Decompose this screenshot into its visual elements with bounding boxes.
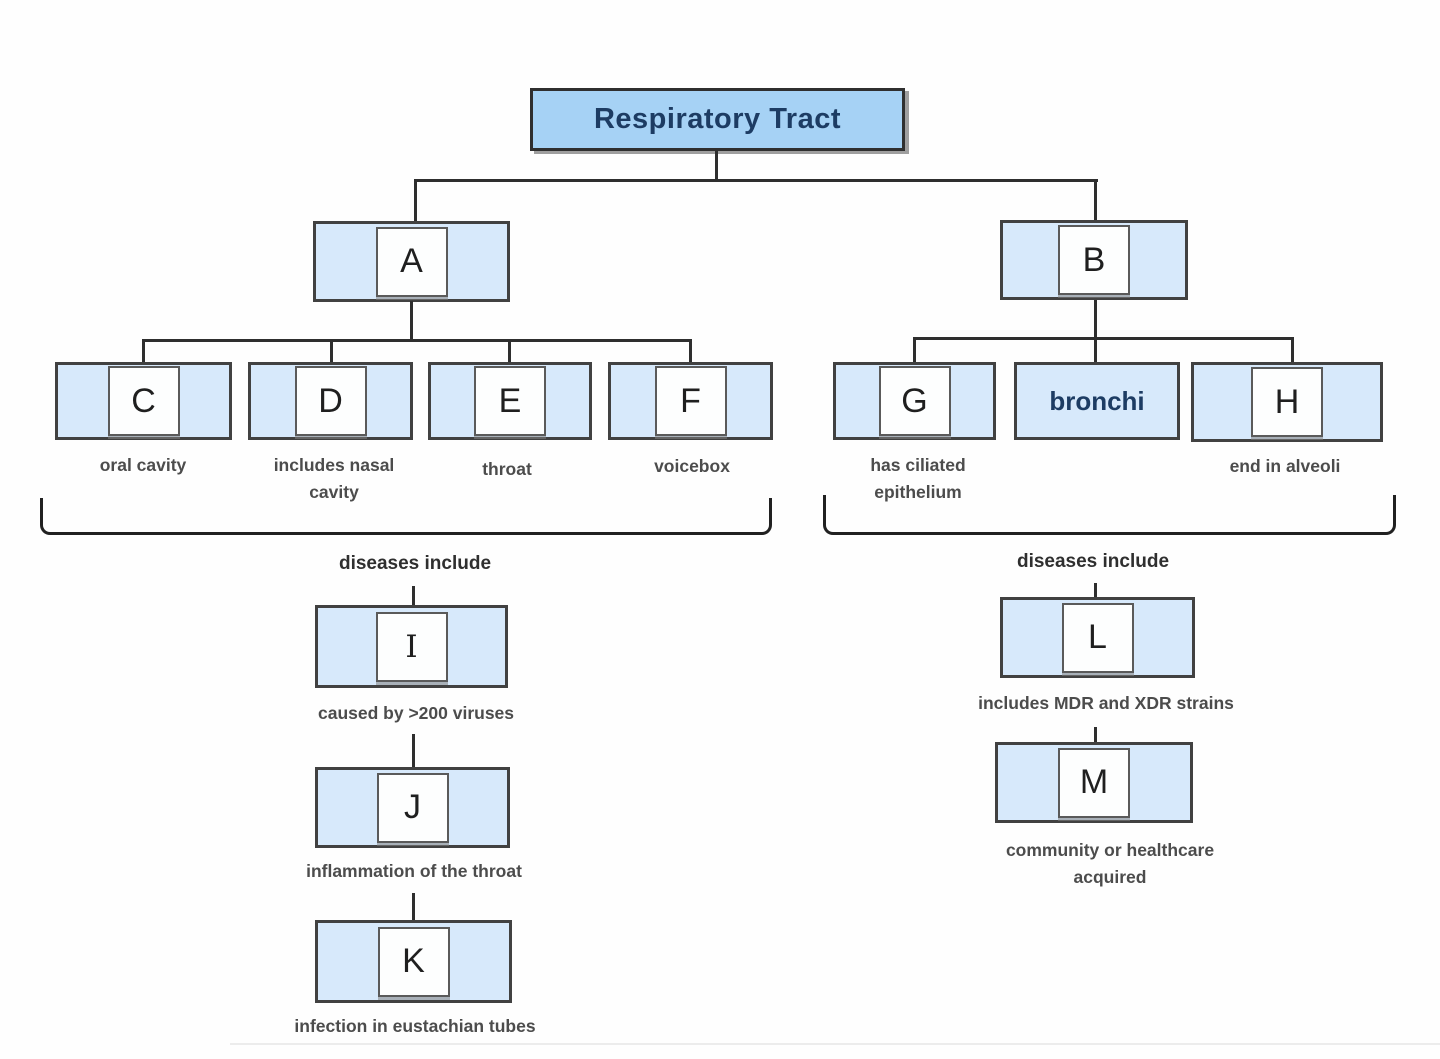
node-e[interactable]: E [428,362,592,440]
node-k-letter-box: K [377,926,450,997]
node-k-letter: K [402,942,425,980]
node-g-letter-box: G [878,366,951,436]
connector-line [415,179,1098,182]
node-f-letter-box: F [654,366,727,436]
connector-line [412,734,415,768]
node-l-letter: L [1088,618,1107,656]
node-h-letter: H [1274,382,1300,421]
caption-mdr-xdr-strains: includes MDR and XDR strains [978,693,1234,713]
caption-inflammation-throat: inflammation of the throat [306,861,522,881]
node-a[interactable]: A [313,221,510,302]
caption-throat: throat [482,459,532,479]
connector-line [410,301,413,341]
node-c-letter: C [131,381,156,420]
caption-oral-cavity: oral cavity [99,455,187,475]
connector-line [1094,727,1097,743]
root-node-respiratory-tract[interactable]: Respiratory Tract [530,88,905,151]
node-l-letter-box: L [1061,602,1134,673]
right-diseases-include-label: diseases include [1016,551,1170,572]
connector-line [1291,337,1294,363]
node-h[interactable]: H [1191,362,1383,442]
caption-eustachian-tubes: infection in eustachian tubes [294,1016,536,1036]
connector-line [1094,337,1097,363]
node-b[interactable]: B [1000,220,1188,300]
node-b-letter-box: B [1058,225,1130,295]
node-f-letter: F [680,381,701,420]
connector-line [142,339,145,363]
root-title: Respiratory Tract [593,103,842,135]
node-f[interactable]: F [608,362,773,440]
caption-caused-by-viruses: caused by >200 viruses [317,703,515,723]
node-i-letter-box: I [375,611,448,682]
node-a-letter-box: A [375,226,448,297]
node-j[interactable]: J [315,767,510,848]
caption-voicebox: voicebox [654,456,730,476]
connector-line [1094,179,1097,222]
caption-has-ciliated-epithelium: has ciliated epithelium [870,455,966,503]
node-d-letter: D [318,381,343,420]
left-group-bracket [40,498,772,535]
right-group-bracket [823,495,1396,535]
connector-line [508,339,511,363]
connector-line [412,893,415,921]
connector-line [913,337,1294,340]
connector-line [913,337,916,363]
node-j-letter-box: J [376,772,449,843]
connector-line [1094,300,1097,340]
node-h-letter-box: H [1251,367,1323,437]
node-m-letter: M [1079,763,1109,801]
connector-line [715,151,718,181]
node-i[interactable]: I [315,605,508,688]
node-l[interactable]: L [1000,597,1195,678]
node-e-letter: E [498,381,522,420]
node-bronchi[interactable]: bronchi [1014,362,1180,440]
node-c[interactable]: C [55,362,232,440]
node-k[interactable]: K [315,920,512,1003]
node-g[interactable]: G [833,362,996,440]
connector-line [142,339,692,342]
node-a-letter: A [400,242,423,280]
node-d[interactable]: D [248,362,413,440]
left-diseases-include-label: diseases include [338,553,492,574]
node-c-letter-box: C [107,366,180,436]
node-b-letter: B [1082,240,1106,279]
node-j-letter: J [404,788,421,826]
connector-line [1094,583,1097,599]
caption-includes-nasal-cavity: includes nasal cavity [273,455,395,503]
node-m-letter-box: M [1058,747,1130,818]
connector-line [330,339,333,363]
node-d-letter-box: D [294,366,367,436]
caption-community-healthcare-acquired: community or healthcare acquired [1005,840,1215,888]
connector-line [689,339,692,363]
node-bronchi-label: bronchi [1049,385,1145,416]
caption-end-in-alveoli: end in alveoli [1229,456,1341,476]
page-bottom-divider [230,1043,1440,1045]
node-g-letter: G [901,381,928,420]
node-m[interactable]: M [995,742,1193,823]
node-i-letter: I [405,628,418,665]
connector-line [412,586,415,606]
node-e-letter-box: E [474,366,546,436]
connector-line [414,179,417,222]
